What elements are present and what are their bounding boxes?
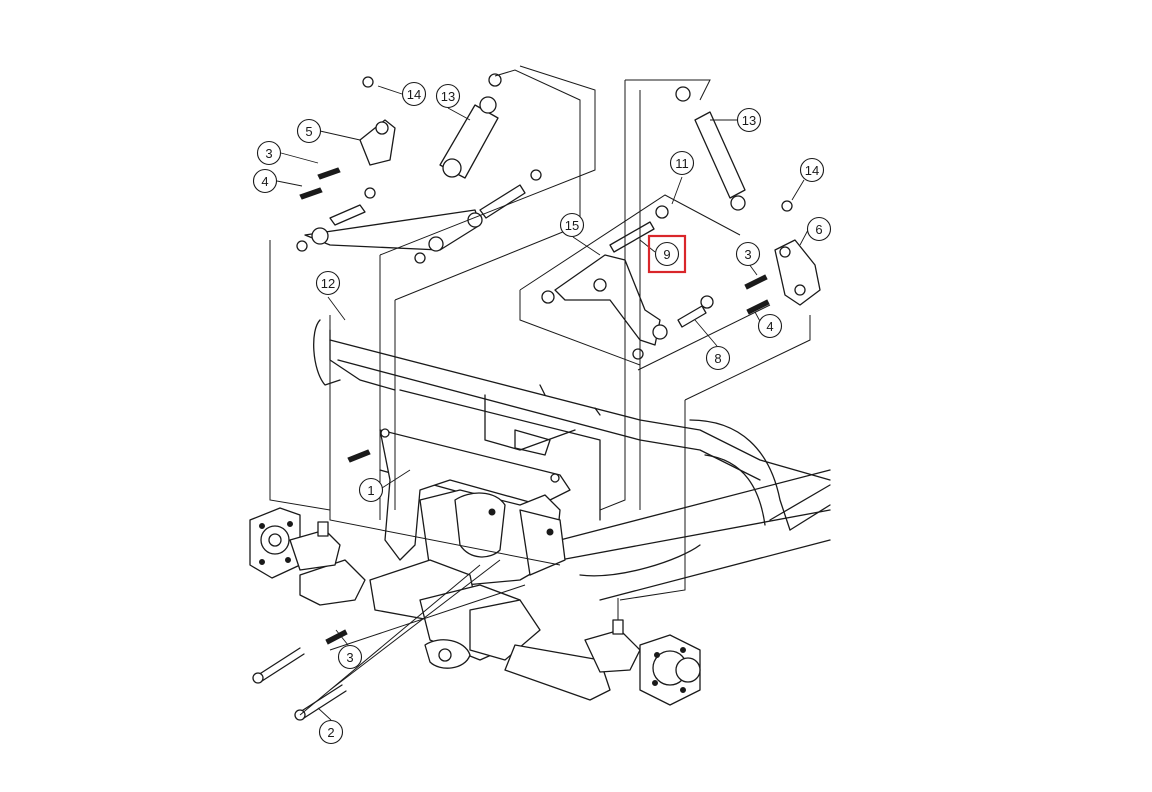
callout-number: 1 (367, 483, 374, 498)
callout-circle (757, 313, 783, 339)
callout-circle (559, 212, 585, 238)
callout-circle (358, 477, 384, 503)
callout-circle (435, 83, 461, 109)
callout-circle (736, 107, 762, 133)
callout-1: 1 (358, 477, 384, 503)
callout-number: 9 (663, 247, 670, 262)
callout-3: 3 (337, 644, 363, 670)
callout-circle (296, 118, 322, 144)
callout-3: 3 (256, 140, 282, 166)
callout-circle (337, 644, 363, 670)
callout-circle (705, 345, 731, 371)
callout-11: 11 (669, 150, 695, 176)
callout-5: 5 (296, 118, 322, 144)
callout-2: 2 (318, 719, 344, 745)
callout-number: 8 (714, 351, 721, 366)
callout-number: 5 (305, 124, 312, 139)
callout-circle (799, 157, 825, 183)
callout-number: 4 (261, 174, 268, 189)
callout-number: 14 (805, 163, 819, 178)
callout-number: 13 (742, 113, 756, 128)
callout-9: 9 (647, 234, 687, 274)
callout-circle (315, 270, 341, 296)
callout-circle (252, 168, 278, 194)
callout-leaders (276, 85, 809, 721)
callout-number: 14 (407, 87, 421, 102)
callout-circle (669, 150, 695, 176)
callout-number: 6 (815, 222, 822, 237)
callout-14: 14 (799, 157, 825, 183)
callout-number: 13 (441, 89, 455, 104)
callout-6: 6 (806, 216, 832, 242)
callout-circle (256, 140, 282, 166)
callout-number: 12 (321, 276, 335, 291)
callout-number: 15 (565, 218, 579, 233)
left-hub (249, 507, 341, 579)
callout-3: 3 (735, 241, 761, 267)
highlight-box (647, 234, 687, 274)
callout-number: 4 (766, 319, 773, 334)
callout-4: 4 (757, 313, 783, 339)
right-shock-and-arm (541, 86, 821, 360)
right-hub (612, 619, 701, 706)
callout-4: 4 (252, 168, 278, 194)
callout-12: 12 (315, 270, 341, 296)
callout-circle (401, 81, 427, 107)
callout-number: 3 (744, 247, 751, 262)
callout-number: 2 (327, 725, 334, 740)
callout-circle (318, 719, 344, 745)
alignment-lines (269, 65, 811, 716)
callout-number: 3 (346, 650, 353, 665)
callout-14: 14 (401, 81, 427, 107)
lower-axle-assembly (299, 559, 641, 701)
callout-13: 13 (435, 83, 461, 109)
callout-circle (735, 241, 761, 267)
callout-number: 3 (265, 146, 272, 161)
callout-circle (654, 241, 680, 267)
callout-number: 11 (675, 156, 689, 171)
callout-circle (806, 216, 832, 242)
callout-15: 15 (559, 212, 585, 238)
callout-8: 8 (705, 345, 731, 371)
callout-13: 13 (736, 107, 762, 133)
left-shock-and-arm (296, 73, 542, 264)
long-bolts (252, 449, 371, 721)
